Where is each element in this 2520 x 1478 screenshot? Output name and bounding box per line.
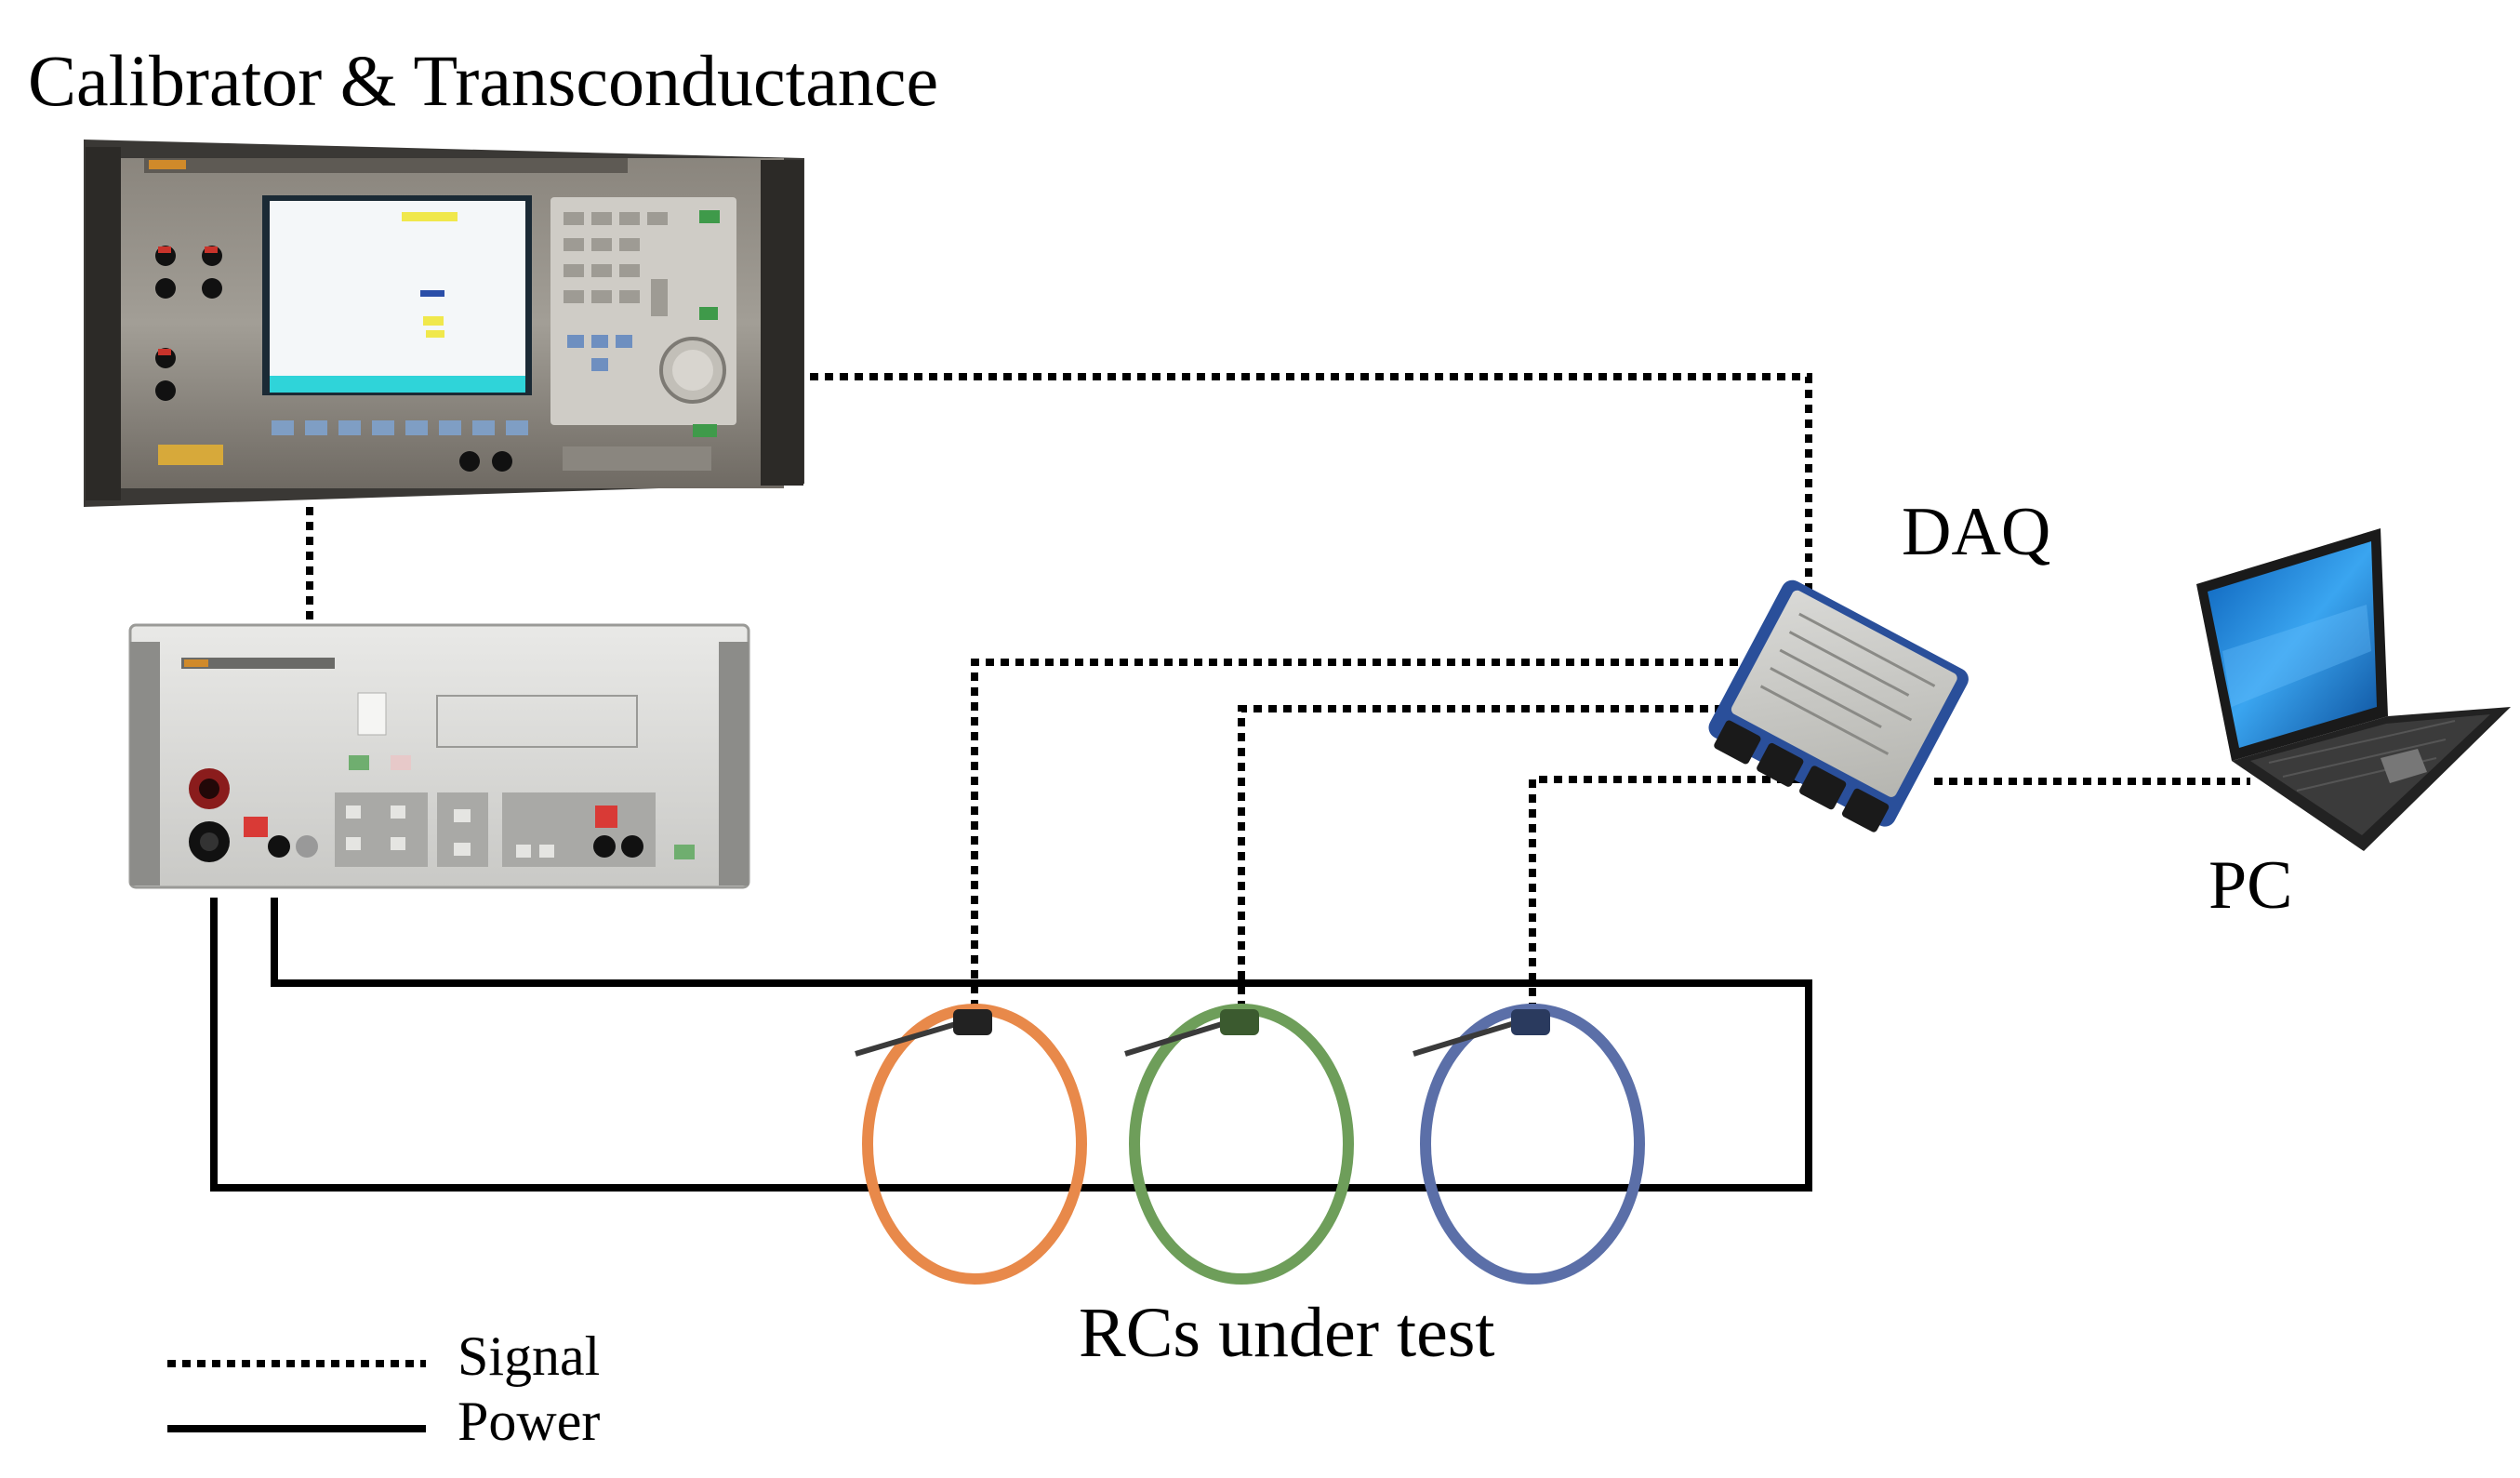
power-loop-inner <box>210 898 1812 1192</box>
laptop-icon <box>2196 528 2511 851</box>
daq-label: DAQ <box>1902 494 2051 570</box>
signal-line-calibrator-to-daq <box>795 373 1812 605</box>
signal-line-daq-to-rc-blue <box>1529 776 1860 1014</box>
signal-lines <box>306 373 2250 1014</box>
legend <box>167 1360 426 1432</box>
rogowski-coil-orange <box>855 1004 1087 1285</box>
calibrator-device <box>84 140 804 507</box>
pc-label: PC <box>2208 847 2293 924</box>
rogowski-coil-green <box>1124 1004 1354 1285</box>
daq-module <box>1708 579 1969 832</box>
rcs-under-test-label: RCs under test <box>1079 1294 1495 1372</box>
signal-line-daq-to-rc-orange <box>971 659 1753 1014</box>
legend-signal-label: Signal <box>458 1325 601 1387</box>
rogowski-coil-blue <box>1413 1004 1645 1285</box>
legend-power-label: Power <box>458 1391 601 1452</box>
calibrator-title-label: Calibrator & Transconductance <box>28 40 939 121</box>
transconductance-amplifier <box>128 623 750 889</box>
power-lines <box>210 898 1812 1192</box>
signal-line-daq-to-rc-green <box>1238 705 1753 1014</box>
